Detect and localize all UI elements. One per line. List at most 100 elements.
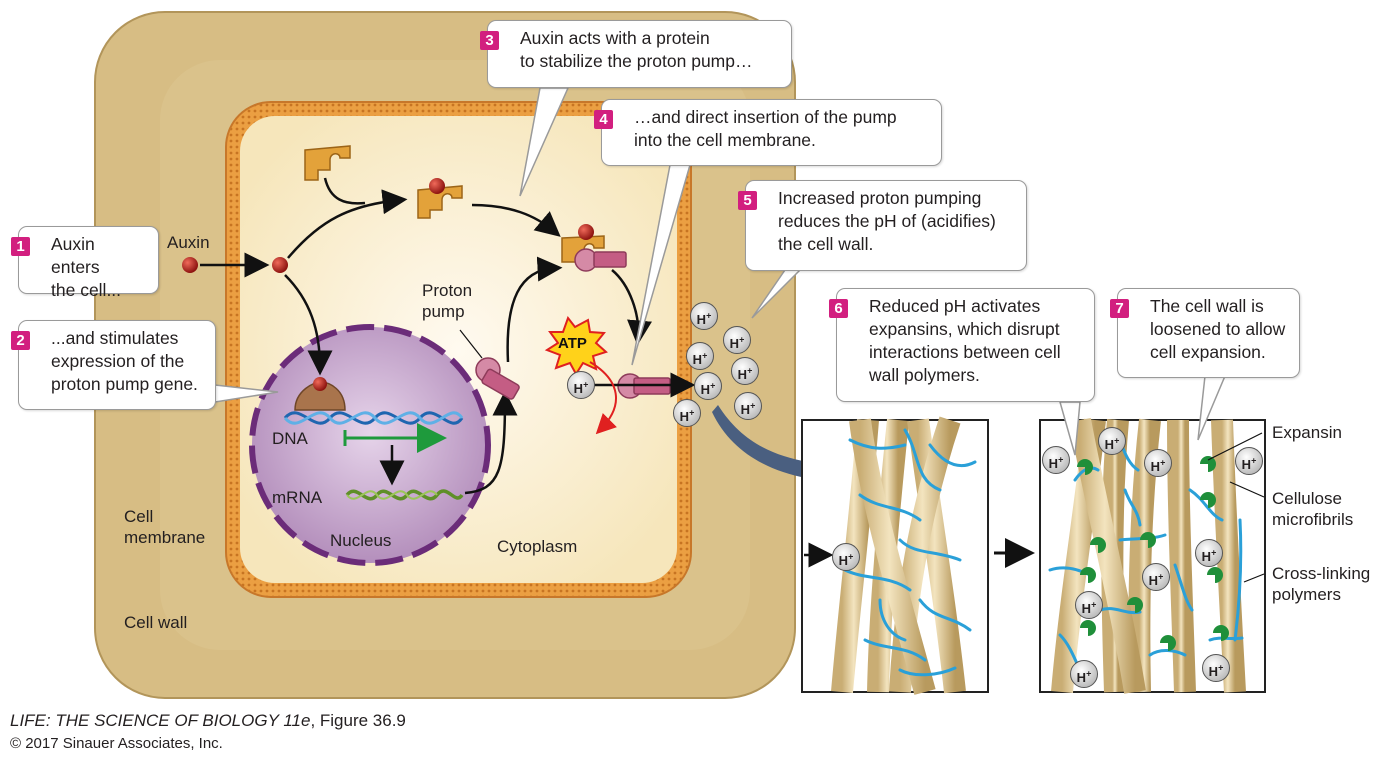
h-ion-label: H+ xyxy=(692,351,708,368)
h-ion-label: H+ xyxy=(1048,455,1064,472)
atp-hydrolysis-arrow xyxy=(589,361,617,435)
mrna-to-pump-arrow xyxy=(464,390,518,495)
h-ion-label: H+ xyxy=(1150,458,1166,475)
h-ion-label: H+ xyxy=(737,366,753,383)
step-badge-2: 2 xyxy=(11,331,30,350)
figure-number: , Figure 36.9 xyxy=(310,711,406,730)
h-ion: H+ xyxy=(673,399,701,427)
callout-4-line1: …and direct insertion of the pump xyxy=(634,107,897,127)
h-ion: H+ xyxy=(731,357,759,385)
h-ion: H+ xyxy=(1144,449,1172,477)
callout-5-line2: reduces the pH of (acidifies) xyxy=(778,211,996,231)
callout-2-line3: proton pump gene. xyxy=(51,374,198,394)
h-ion-label: H+ xyxy=(1104,436,1120,453)
callout-3-line2: to stabilize the proton pump… xyxy=(520,51,753,71)
step-badge-7: 7 xyxy=(1110,299,1129,318)
cellulose-label: Cellulose microfibrils xyxy=(1272,488,1353,530)
proton-pump-new xyxy=(475,357,520,400)
h-ion-label: H+ xyxy=(679,408,695,425)
h-ion: H+ xyxy=(686,342,714,370)
callout-step-2: 2 ...and stimulates expression of the pr… xyxy=(11,320,216,410)
h-ion-label: H+ xyxy=(700,381,716,398)
h-ion-label: H+ xyxy=(740,401,756,418)
panel-before-polymers xyxy=(843,428,977,677)
step-badge-3: 3 xyxy=(480,31,499,50)
stabilized-pump-complex xyxy=(561,224,627,272)
auxin-molecule-outside xyxy=(182,257,198,273)
callout-1-line2: the cell... xyxy=(51,280,122,300)
auxin-molecule-nucleus xyxy=(313,377,327,391)
h-ion-label: H+ xyxy=(1148,572,1164,589)
callout-step-4: 4 …and direct insertion of the pump into… xyxy=(594,99,942,166)
atp-burst xyxy=(544,315,608,376)
h-ion: H+ xyxy=(1195,539,1223,567)
h-ion: H+ xyxy=(1075,591,1103,619)
auxin-molecule-inside xyxy=(272,257,288,273)
h-ion: H+ xyxy=(1098,427,1126,455)
callout-6-line4: wall polymers. xyxy=(869,365,980,385)
h-ion-label: H+ xyxy=(838,552,854,569)
cytoplasm-label: Cytoplasm xyxy=(497,537,578,556)
step-badge-6: 6 xyxy=(829,299,848,318)
callout-step-1: 1 Auxin enters the cell... xyxy=(11,226,159,300)
callout-2-line2: expression of the xyxy=(51,351,185,371)
callout-7-line3: cell expansion. xyxy=(1150,342,1266,362)
callout-5-line3: the cell wall. xyxy=(778,234,874,254)
callout-2-line1: ...and stimulates xyxy=(51,328,179,348)
cell-membrane-label: Cell membrane xyxy=(124,506,205,548)
h-ion-label: H+ xyxy=(573,380,589,397)
h-ion: H+ xyxy=(1142,563,1170,591)
h-ion: H+ xyxy=(1235,447,1263,475)
callout-step-6: 6 Reduced pH activates expansins, which … xyxy=(829,288,1095,402)
h-ion: H+ xyxy=(1070,660,1098,688)
step-badge-1: 1 xyxy=(11,237,30,256)
h-ion: H+ xyxy=(734,392,762,420)
cellulose-label-line2: microfibrils xyxy=(1272,510,1354,529)
nucleus-label: Nucleus xyxy=(330,531,392,550)
callout-step-5: 5 Increased proton pumping reduces the p… xyxy=(738,180,1027,271)
h-ion-label: H+ xyxy=(1081,600,1097,617)
auxin-binding-protein xyxy=(304,145,351,181)
proton-pump-label-line1: Proton xyxy=(422,281,473,300)
callout-step-7: 7 The cell wall is loosened to allow cel… xyxy=(1110,288,1300,378)
step-badge-5: 5 xyxy=(738,191,757,210)
callout-1-line1: Auxin enters xyxy=(51,234,100,277)
cell-wall-label: Cell wall xyxy=(124,613,188,632)
h-ion-label: H+ xyxy=(1241,456,1257,473)
h-ion: H+ xyxy=(832,543,860,571)
cell-membrane-label-line2: membrane xyxy=(124,528,206,547)
auxin-to-protein-arrow xyxy=(287,189,408,259)
book-title: LIFE: THE SCIENCE OF BIOLOGY 11e xyxy=(10,711,311,730)
callout-3-line1: Auxin acts with a protein xyxy=(520,28,710,48)
h-ion-label: H+ xyxy=(1201,548,1217,565)
callout-6-line2: expansins, which disrupt xyxy=(869,319,1060,339)
complex-to-stabilized-arrow xyxy=(471,203,561,237)
proton-pump-label: Proton pump xyxy=(422,280,472,322)
h-ion: H+ xyxy=(690,302,718,330)
h-ion: H+ xyxy=(723,326,751,354)
h-ion-label: H+ xyxy=(729,335,745,352)
callout-6-line3: interactions between cell xyxy=(869,342,1061,362)
dna-label: DNA xyxy=(272,429,308,448)
figure-credit: LIFE: THE SCIENCE OF BIOLOGY 11e, Figure… xyxy=(10,711,406,731)
cellulose-label-line1: Cellulose xyxy=(1272,489,1342,508)
crosslinking-label-line1: Cross-linking xyxy=(1272,564,1371,583)
callout-7-line2: loosened to allow xyxy=(1150,319,1286,339)
h-ion-label: H+ xyxy=(1208,663,1224,680)
step-badge-4: 4 xyxy=(594,110,613,129)
h-ion: H+ xyxy=(694,372,722,400)
crosslinking-label: Cross-linking polymers xyxy=(1272,563,1370,605)
h-ion: H+ xyxy=(567,371,595,399)
atp-label: ATP xyxy=(558,335,587,352)
expansin-label: Expansin xyxy=(1272,423,1342,442)
dna-helix xyxy=(283,411,464,425)
callout-4-line2: into the cell membrane. xyxy=(634,130,816,150)
callout-6-line1: Reduced pH activates xyxy=(869,296,1041,316)
crosslinking-label-line2: polymers xyxy=(1272,585,1341,604)
h-ion-label: H+ xyxy=(1076,669,1092,686)
auxin-label: Auxin xyxy=(167,233,210,252)
cell-membrane-label-line1: Cell xyxy=(124,507,154,526)
auxin-protein-complex xyxy=(417,178,463,219)
h-ion: H+ xyxy=(1202,654,1230,682)
